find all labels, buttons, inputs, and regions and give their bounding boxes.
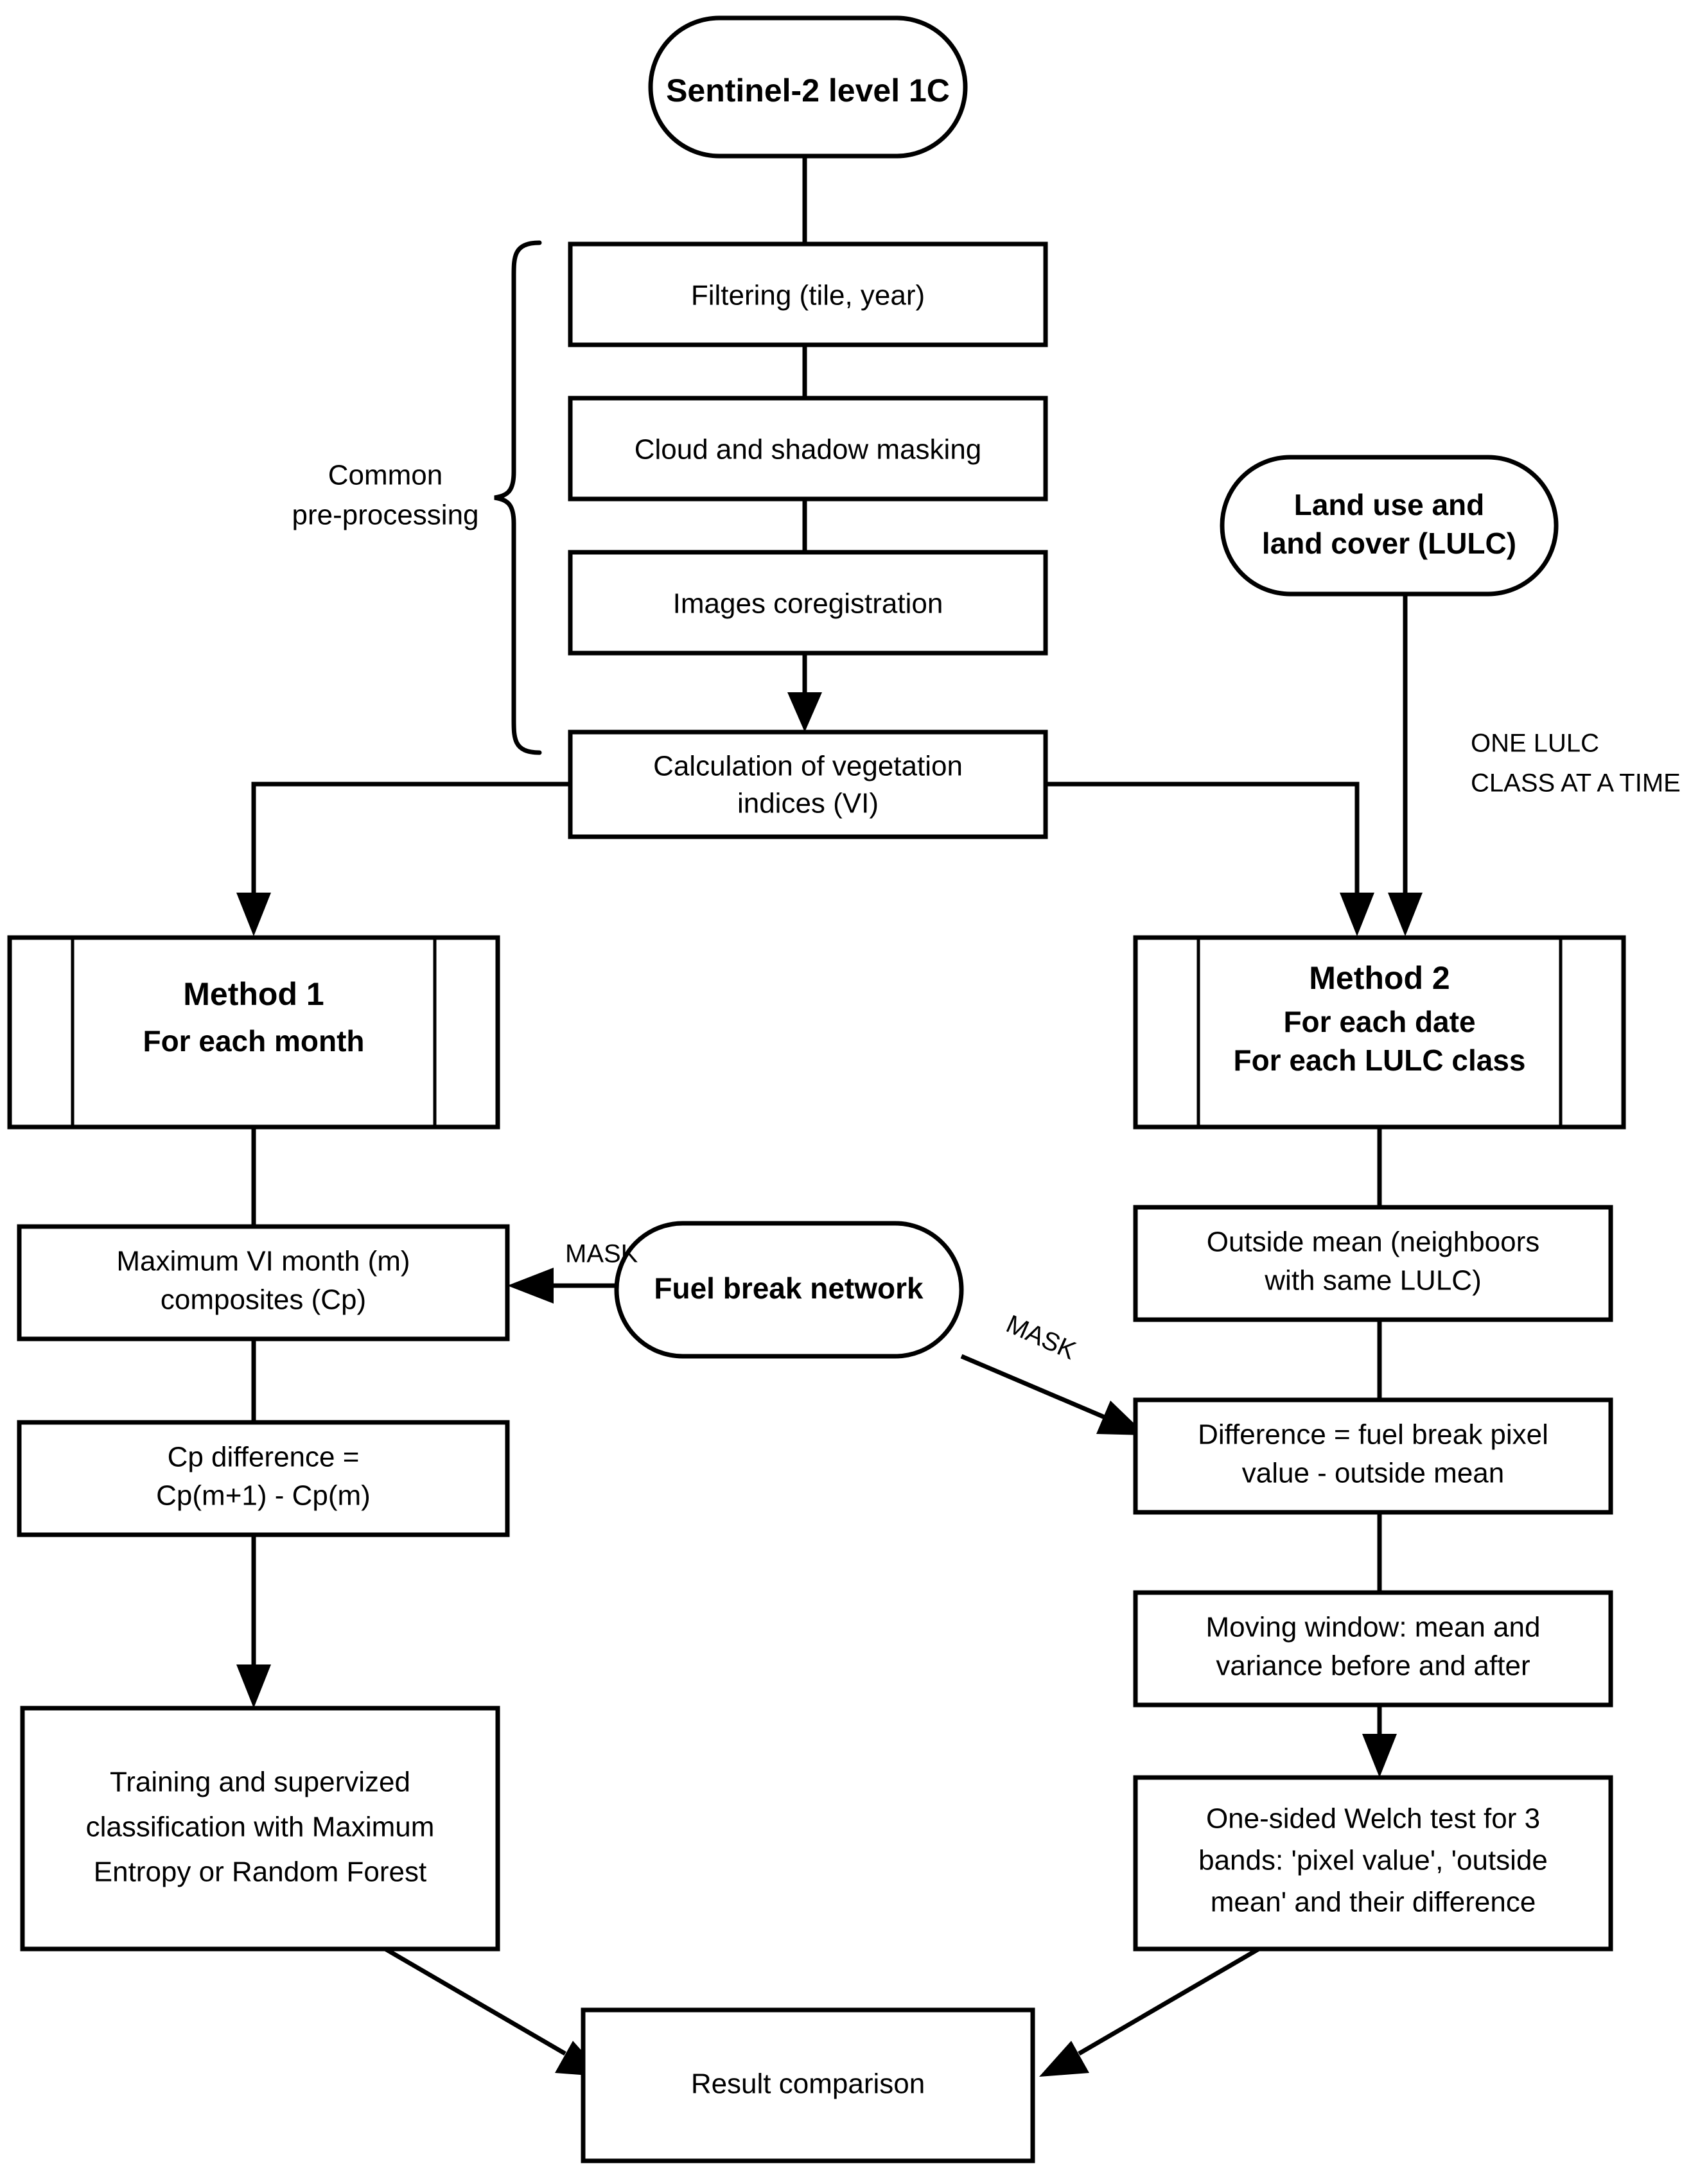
node-training-classification[interactable]: Training and supervized classification w… [20, 1706, 500, 1952]
node-cp-difference-line2: Cp(m+1) - Cp(m) [156, 1480, 371, 1512]
node-sentinel-2-label: Sentinel-2 level 1C [666, 73, 950, 109]
node-filtering-label: Filtering (tile, year) [691, 280, 925, 311]
node-outside-mean-line2: with same LULC) [1264, 1265, 1481, 1297]
node-cloud-shadow-masking[interactable]: Cloud and shadow masking [568, 396, 1048, 502]
node-fuel-break-network[interactable]: Fuel break network [614, 1221, 964, 1359]
node-training-classification-line3: Entropy or Random Forest [94, 1856, 426, 1888]
node-method-1-title: Method 1 [183, 976, 324, 1012]
annotation-one-lulc-class: ONE LULC CLASS AT A TIME [1471, 729, 1681, 798]
node-vegetation-indices-line2: indices (VI) [737, 788, 879, 819]
annotation-mask-left: MASK [565, 1240, 638, 1268]
annotation-one-lulc-class-line2: CLASS AT A TIME [1471, 769, 1681, 798]
connector-coregistration-to-vi [787, 653, 822, 732]
node-vegetation-indices-line1: Calculation of vegetation [653, 751, 963, 782]
node-method-2-line3: For each LULC class [1233, 1044, 1525, 1077]
node-sentinel-2[interactable]: Sentinel-2 level 1C [648, 15, 968, 159]
node-fuel-break-network-label: Fuel break network [654, 1271, 924, 1305]
annotation-one-lulc-class-line1: ONE LULC [1471, 729, 1599, 758]
node-images-coregistration-label: Images coregistration [673, 588, 943, 620]
connector-welch-to-result [1039, 1946, 1260, 2077]
node-training-classification-line1: Training and supervized [110, 1767, 410, 1798]
node-method-1-line2: For each month [143, 1024, 364, 1058]
connector-vi-to-method2 [1039, 782, 1374, 936]
node-difference[interactable]: Difference = fuel break pixel value - ou… [1133, 1397, 1613, 1515]
node-method-2-title: Method 2 [1309, 960, 1450, 996]
node-difference-line2: value - outside mean [1242, 1458, 1504, 1489]
node-cloud-shadow-masking-label: Cloud and shadow masking [635, 434, 982, 466]
node-welch-test-line1: One-sided Welch test for 3 [1206, 1803, 1540, 1835]
node-images-coregistration[interactable]: Images coregistration [568, 550, 1048, 656]
node-moving-window-line2: variance before and after [1216, 1650, 1530, 1682]
annotation-common-preprocessing: Common pre-processing [292, 460, 478, 531]
node-outside-mean-line1: Outside mean (neighboors [1207, 1227, 1540, 1258]
connector-movingwindow-to-welch [1362, 1705, 1397, 1778]
node-difference-line1: Difference = fuel break pixel [1198, 1419, 1548, 1451]
node-moving-window-line1: Moving window: mean and [1206, 1612, 1541, 1643]
node-max-vi-composites[interactable]: Maximum VI month (m) composites (Cp) [17, 1224, 510, 1341]
node-filtering[interactable]: Filtering (tile, year) [568, 241, 1048, 347]
connector-lulc-to-method2 [1388, 594, 1423, 936]
node-result-comparison[interactable]: Result comparison [581, 2007, 1035, 2163]
node-lulc-line2: land cover (LULC) [1262, 527, 1516, 560]
node-cp-difference[interactable]: Cp difference = Cp(m+1) - Cp(m) [17, 1420, 510, 1537]
node-max-vi-composites-line2: composites (Cp) [161, 1284, 366, 1316]
connector-training-to-result [384, 1946, 605, 2077]
connector-vi-to-method1 [236, 782, 699, 936]
connector-fuelbreak-to-difference [960, 1354, 1146, 1435]
node-welch-test[interactable]: One-sided Welch test for 3 bands: 'pixel… [1133, 1775, 1613, 1952]
connector-cpdiff-to-training [236, 1535, 271, 1708]
node-moving-window[interactable]: Moving window: mean and variance before … [1133, 1590, 1613, 1708]
node-result-comparison-label: Result comparison [691, 2068, 925, 2100]
annotation-common-preprocessing-line2: pre-processing [292, 500, 478, 531]
annotation-mask-left-label: MASK [565, 1240, 638, 1268]
annotation-mask-right: MASK [1002, 1310, 1080, 1365]
node-welch-test-line3: mean' and their difference [1211, 1887, 1536, 1918]
node-max-vi-composites-line1: Maximum VI month (m) [116, 1246, 410, 1277]
node-outside-mean[interactable]: Outside mean (neighboors with same LULC) [1133, 1205, 1613, 1322]
node-method-2-line2: For each date [1283, 1005, 1475, 1038]
common-preprocessing-brace [494, 240, 542, 755]
node-method-2[interactable]: Method 2 For each date For each LULC cla… [1133, 935, 1626, 1130]
node-cp-difference-line1: Cp difference = [168, 1442, 360, 1473]
node-vegetation-indices[interactable]: Calculation of vegetation indices (VI) [568, 729, 1048, 839]
annotation-common-preprocessing-line1: Common [328, 460, 443, 491]
node-lulc-line1: Land use and [1294, 488, 1484, 521]
node-method-1[interactable]: Method 1 For each month [7, 935, 500, 1130]
annotation-mask-right-label: MASK [1002, 1310, 1080, 1365]
node-lulc[interactable]: Land use and land cover (LULC) [1220, 455, 1559, 597]
node-welch-test-line2: bands: 'pixel value', 'outside [1198, 1845, 1548, 1876]
node-training-classification-line2: classification with Maximum [86, 1812, 435, 1843]
